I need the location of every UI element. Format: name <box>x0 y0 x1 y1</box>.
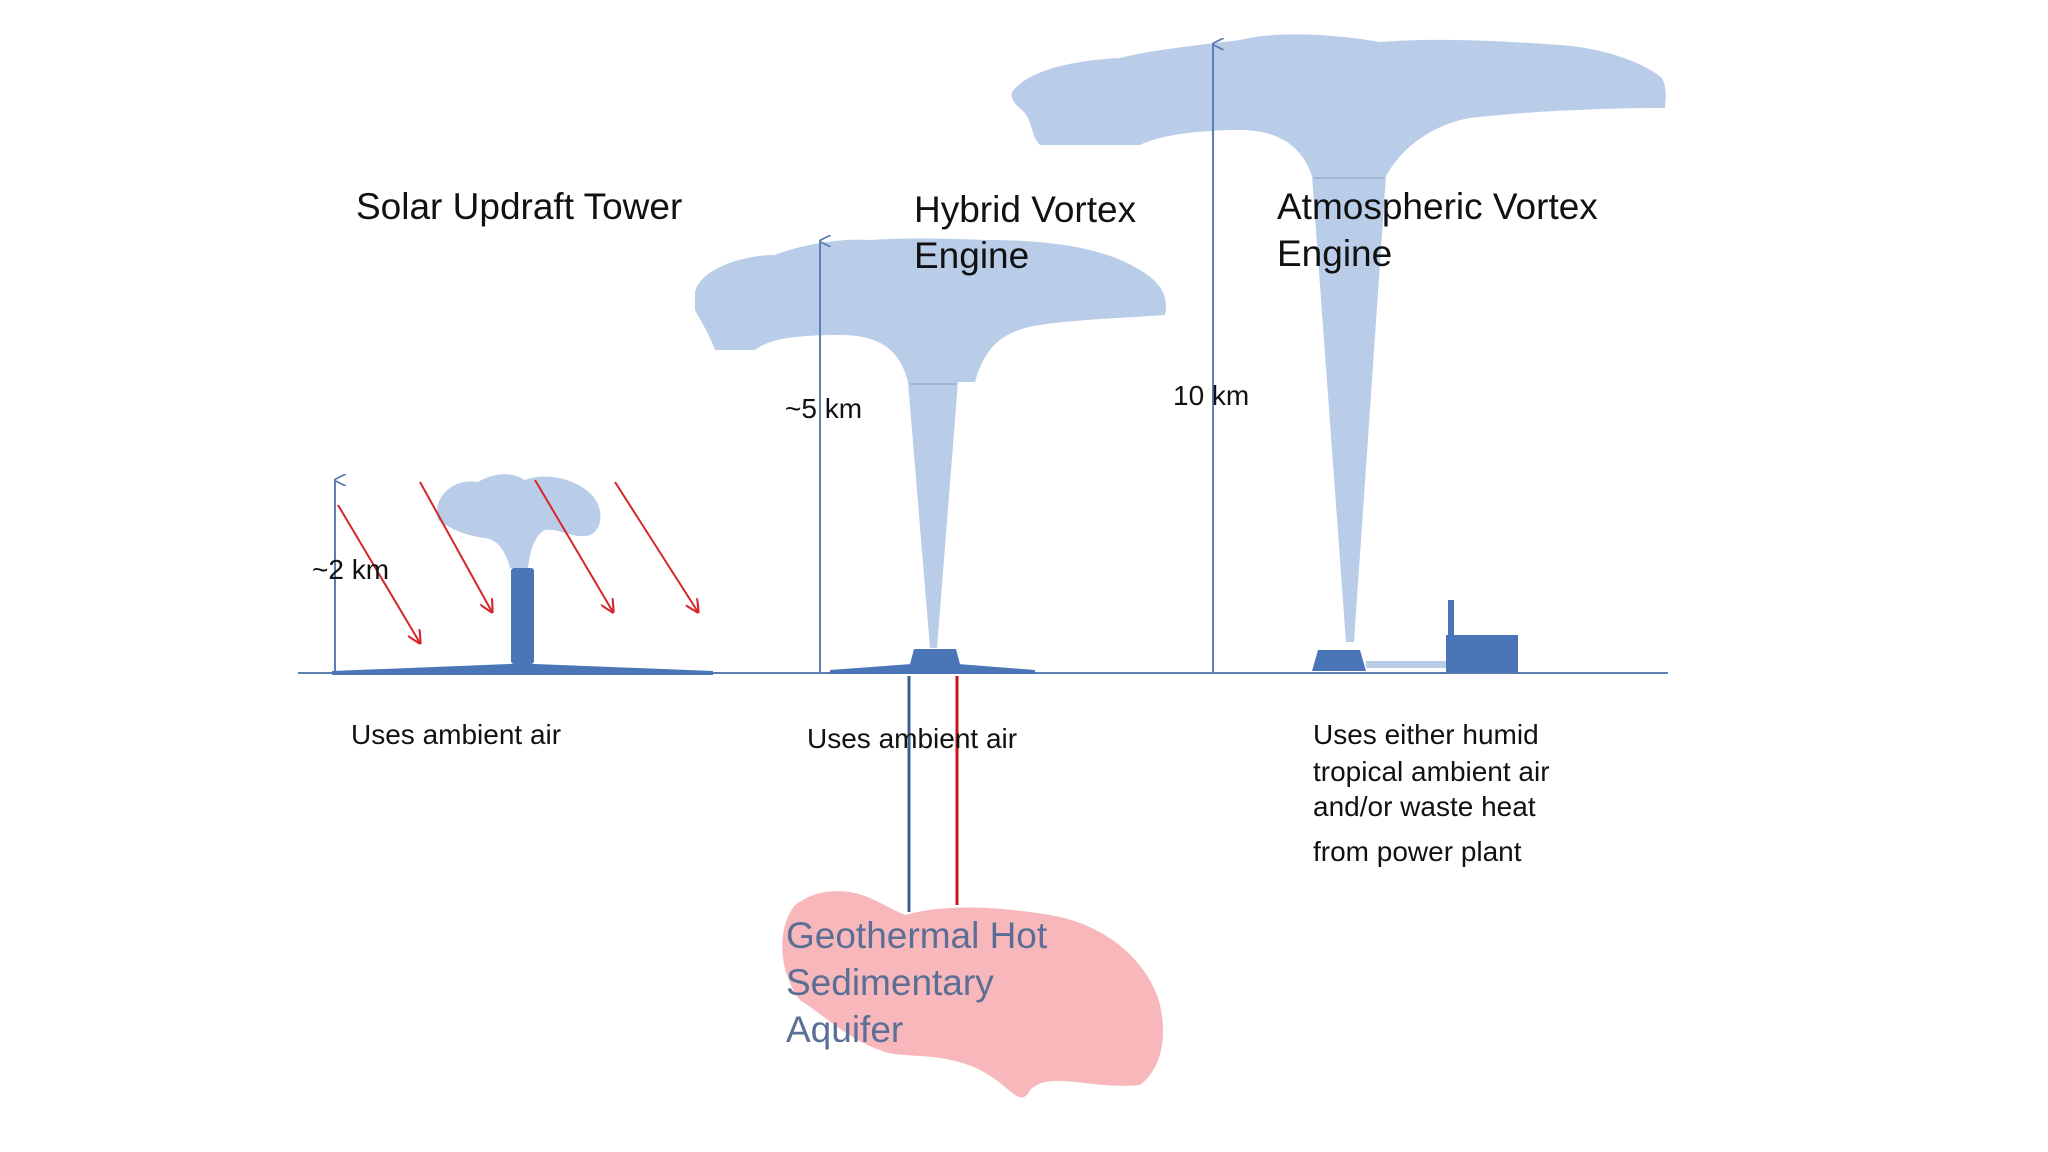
atmospheric-note-line4: from power plant <box>1313 836 1522 867</box>
solar-tower-height-label: ~2 km <box>312 554 390 585</box>
power-plant-chimney <box>1448 600 1454 636</box>
atmospheric-note-line2: tropical ambient air <box>1313 756 1550 787</box>
atmospheric-engine-title-line2: Engine <box>1277 233 1393 274</box>
hybrid-engine-title-line1: Hybrid Vortex <box>914 189 1137 230</box>
hybrid-engine-height-label: ~5 km <box>785 393 863 424</box>
solar-collector <box>332 664 713 675</box>
solar-tower-note: Uses ambient air <box>351 719 562 750</box>
aquifer-label-line1: Geothermal Hot <box>786 915 1048 956</box>
aquifer-label-line3: Aquifer <box>786 1009 904 1050</box>
hybrid-engine-note: Uses ambient air <box>807 723 1018 754</box>
sun-ray-2 <box>419 481 492 612</box>
atmospheric-note-line1: Uses either humid <box>1313 719 1539 750</box>
solar-tower-shaft <box>511 568 534 664</box>
atmospheric-engine-cloud <box>1011 34 1666 176</box>
sun-ray-4 <box>614 481 698 612</box>
power-plant-building <box>1446 635 1518 673</box>
solar-tower-cloud <box>437 474 601 568</box>
hybrid-engine-cloud <box>695 238 1166 382</box>
atmospheric-base-station <box>1312 650 1366 671</box>
sun-ray-1 <box>337 504 420 643</box>
hybrid-base-skirt <box>830 664 1035 674</box>
hybrid-base-station <box>910 649 960 664</box>
geothermal-aquifer-shape <box>782 891 1164 1098</box>
atmospheric-engine-title-line1: Atmospheric Vortex <box>1277 186 1598 227</box>
hybrid-vortex-funnel <box>908 382 958 648</box>
sun-ray-3 <box>534 479 613 612</box>
waste-heat-duct <box>1366 661 1446 668</box>
aquifer-label-line2: Sedimentary <box>786 962 994 1003</box>
hybrid-engine-title-line2: Engine <box>914 235 1030 276</box>
solar-tower-title: Solar Updraft Tower <box>356 186 683 227</box>
atmospheric-engine-height-label: 10 km <box>1173 380 1250 411</box>
atmospheric-vortex-funnel <box>1312 176 1386 642</box>
atmospheric-note-line3: and/or waste heat <box>1313 791 1536 822</box>
